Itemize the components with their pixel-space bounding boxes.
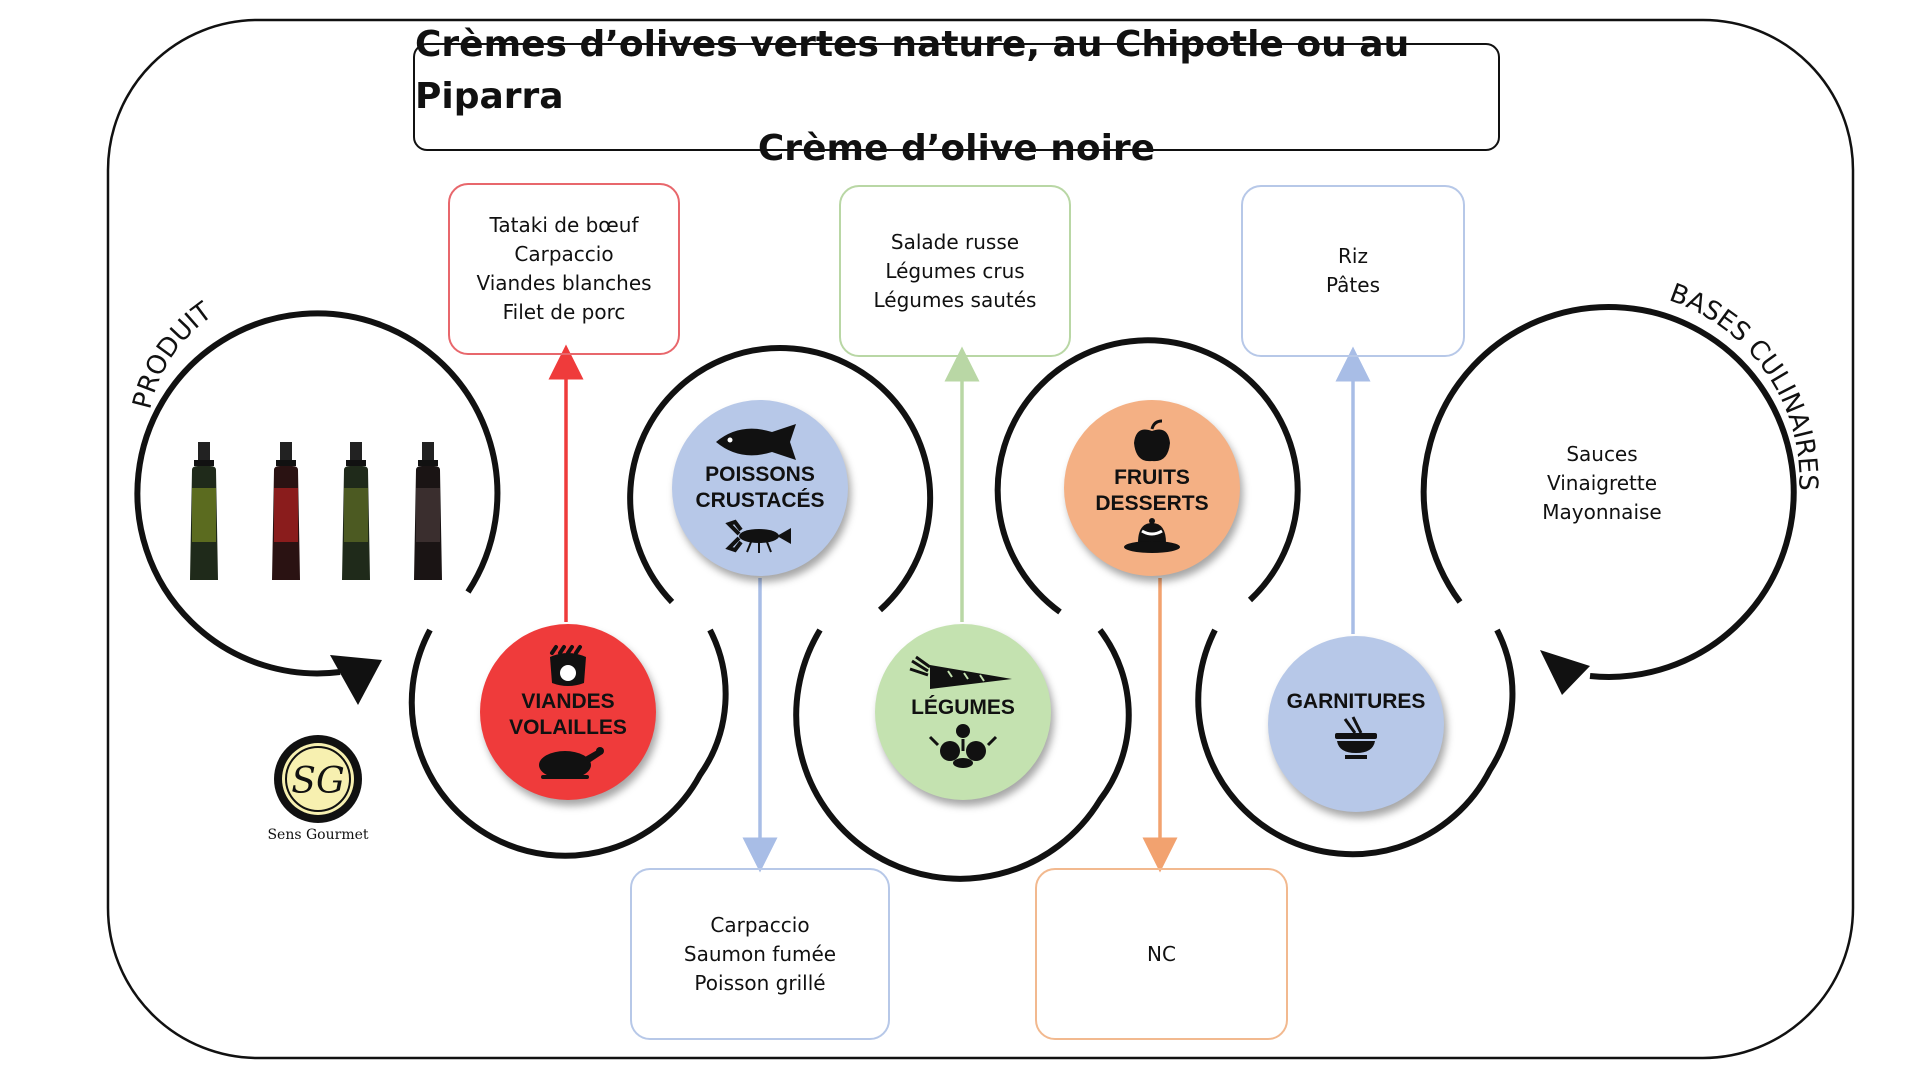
category-label: GARNITURES (1286, 690, 1426, 713)
category-label: DESSERTS (1095, 492, 1209, 515)
apple-icon (1134, 419, 1170, 462)
list-item: Filet de porc (502, 300, 626, 324)
bases-arrow-head (1540, 650, 1590, 695)
fish-icon (716, 424, 796, 460)
chicken-icon (539, 747, 604, 779)
list-item: Légumes crus (885, 258, 1025, 283)
list-item: Tataki de bœuf (489, 213, 639, 237)
sens-gourmet-logo: SG (274, 735, 362, 823)
list-item: Légumes sautés (873, 287, 1037, 312)
olive-oil-bottle-icon (272, 442, 300, 580)
legumes-circle: LÉGUMES (875, 624, 1051, 800)
produit-cycle-arc (134, 310, 501, 677)
list-item: Mayonnaise (1542, 500, 1662, 524)
category-label: LÉGUMES (911, 696, 1015, 719)
category-label: FRUITS (1114, 466, 1190, 489)
flow-path (408, 337, 1516, 882)
poissons-crustaces-circle: POISSONS CRUSTACÉS (672, 400, 848, 576)
list-item: Carpaccio (514, 242, 614, 266)
viandes-volailles-circle: VIANDES VOLAILLES (480, 624, 656, 800)
produit-arrow-head (330, 655, 382, 705)
lobster-icon (725, 519, 791, 553)
list-item: NC (1147, 941, 1176, 966)
list-item: Viandes blanches (476, 271, 652, 295)
bases-cycle-arc (1420, 303, 1797, 680)
olive-oil-bottle-icon (190, 442, 218, 580)
svg-text:SG: SG (291, 761, 344, 802)
list-item: Poisson grillé (694, 970, 826, 995)
title-line-1: Crèmes d’olives vertes nature, au Chipot… (415, 24, 1410, 117)
title-line-2: Crème d’olive noire (757, 128, 1156, 169)
poissons-uses-box: Carpaccio Saumon fumée Poisson grillé (630, 868, 890, 1040)
list-item: Pâtes (1326, 273, 1380, 297)
category-label: VOLAILLES (509, 716, 627, 739)
olive-oil-bottle-icon (342, 442, 370, 580)
legumes-uses-box: Salade russe Légumes crus Légumes sautés (839, 185, 1071, 357)
category-label: POISSONS (705, 463, 815, 486)
viandes-uses-box: Tataki de bœuf Carpaccio Viandes blanche… (448, 183, 680, 355)
fruits-uses-box: NC (1035, 868, 1288, 1040)
meat-icon (550, 645, 586, 686)
olive-oil-bottle-icon (414, 442, 442, 580)
fruits-desserts-circle: FRUITS DESSERTS (1064, 400, 1240, 576)
category-label: CRUSTACÉS (695, 489, 825, 512)
list-item: Salade russe (890, 229, 1020, 254)
outer-frame (106, 18, 1855, 1060)
list-item: Saumon fumée (683, 941, 837, 966)
list-item: Riz (1338, 244, 1368, 268)
logo-name: Sens Gourmet (267, 827, 369, 843)
pudding-icon (1124, 518, 1180, 553)
garnitures-circle: GARNITURES (1268, 636, 1444, 812)
bases-list: Sauces Vinaigrette Mayonnaise (1492, 440, 1712, 527)
list-item: Sauces (1566, 442, 1638, 466)
title-box: Crèmes d’olives vertes nature, au Chipot… (413, 24, 1500, 169)
garnitures-uses-box: Riz Pâtes (1241, 185, 1465, 357)
vegetables-icon (928, 724, 998, 768)
list-item: Carpaccio (710, 912, 810, 937)
list-item: Vinaigrette (1546, 471, 1658, 495)
bowl-icon (1335, 716, 1377, 759)
category-label: VIANDES (521, 690, 615, 713)
carrot-icon (909, 655, 1012, 689)
